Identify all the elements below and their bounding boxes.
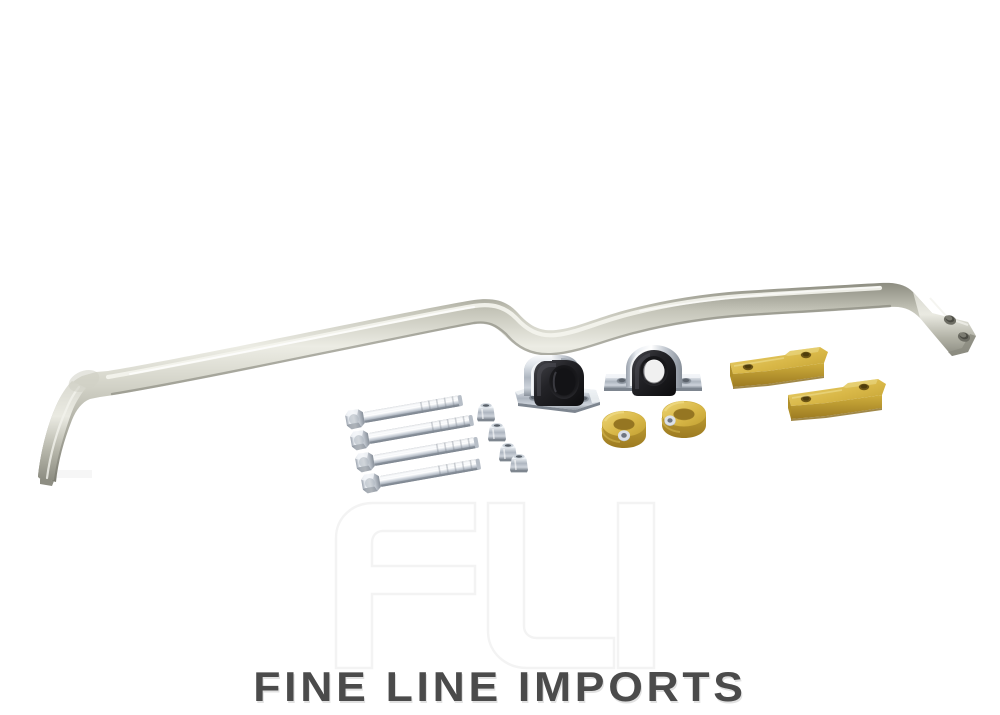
spacer-block-top [730, 347, 828, 389]
bracket-left [515, 355, 600, 413]
bolt-1 [345, 395, 463, 430]
collar-set-screw [664, 415, 676, 426]
bolt-4 [361, 458, 481, 494]
bolts-group [345, 395, 481, 494]
nut-3 [499, 443, 517, 462]
nut-2 [488, 423, 506, 442]
lock-collar-right [661, 400, 706, 438]
bolt-3 [355, 436, 479, 473]
bolt-2 [350, 414, 474, 451]
collar-set-screw [618, 430, 630, 442]
bar-end-blade [913, 292, 976, 356]
sway-bar [38, 282, 976, 486]
nuts-group [477, 403, 528, 473]
lock-collar-left [601, 410, 646, 448]
nut-4 [510, 454, 528, 473]
bracket-right [604, 345, 702, 396]
spacer-block-bottom [788, 379, 886, 421]
nut-1 [477, 403, 495, 422]
